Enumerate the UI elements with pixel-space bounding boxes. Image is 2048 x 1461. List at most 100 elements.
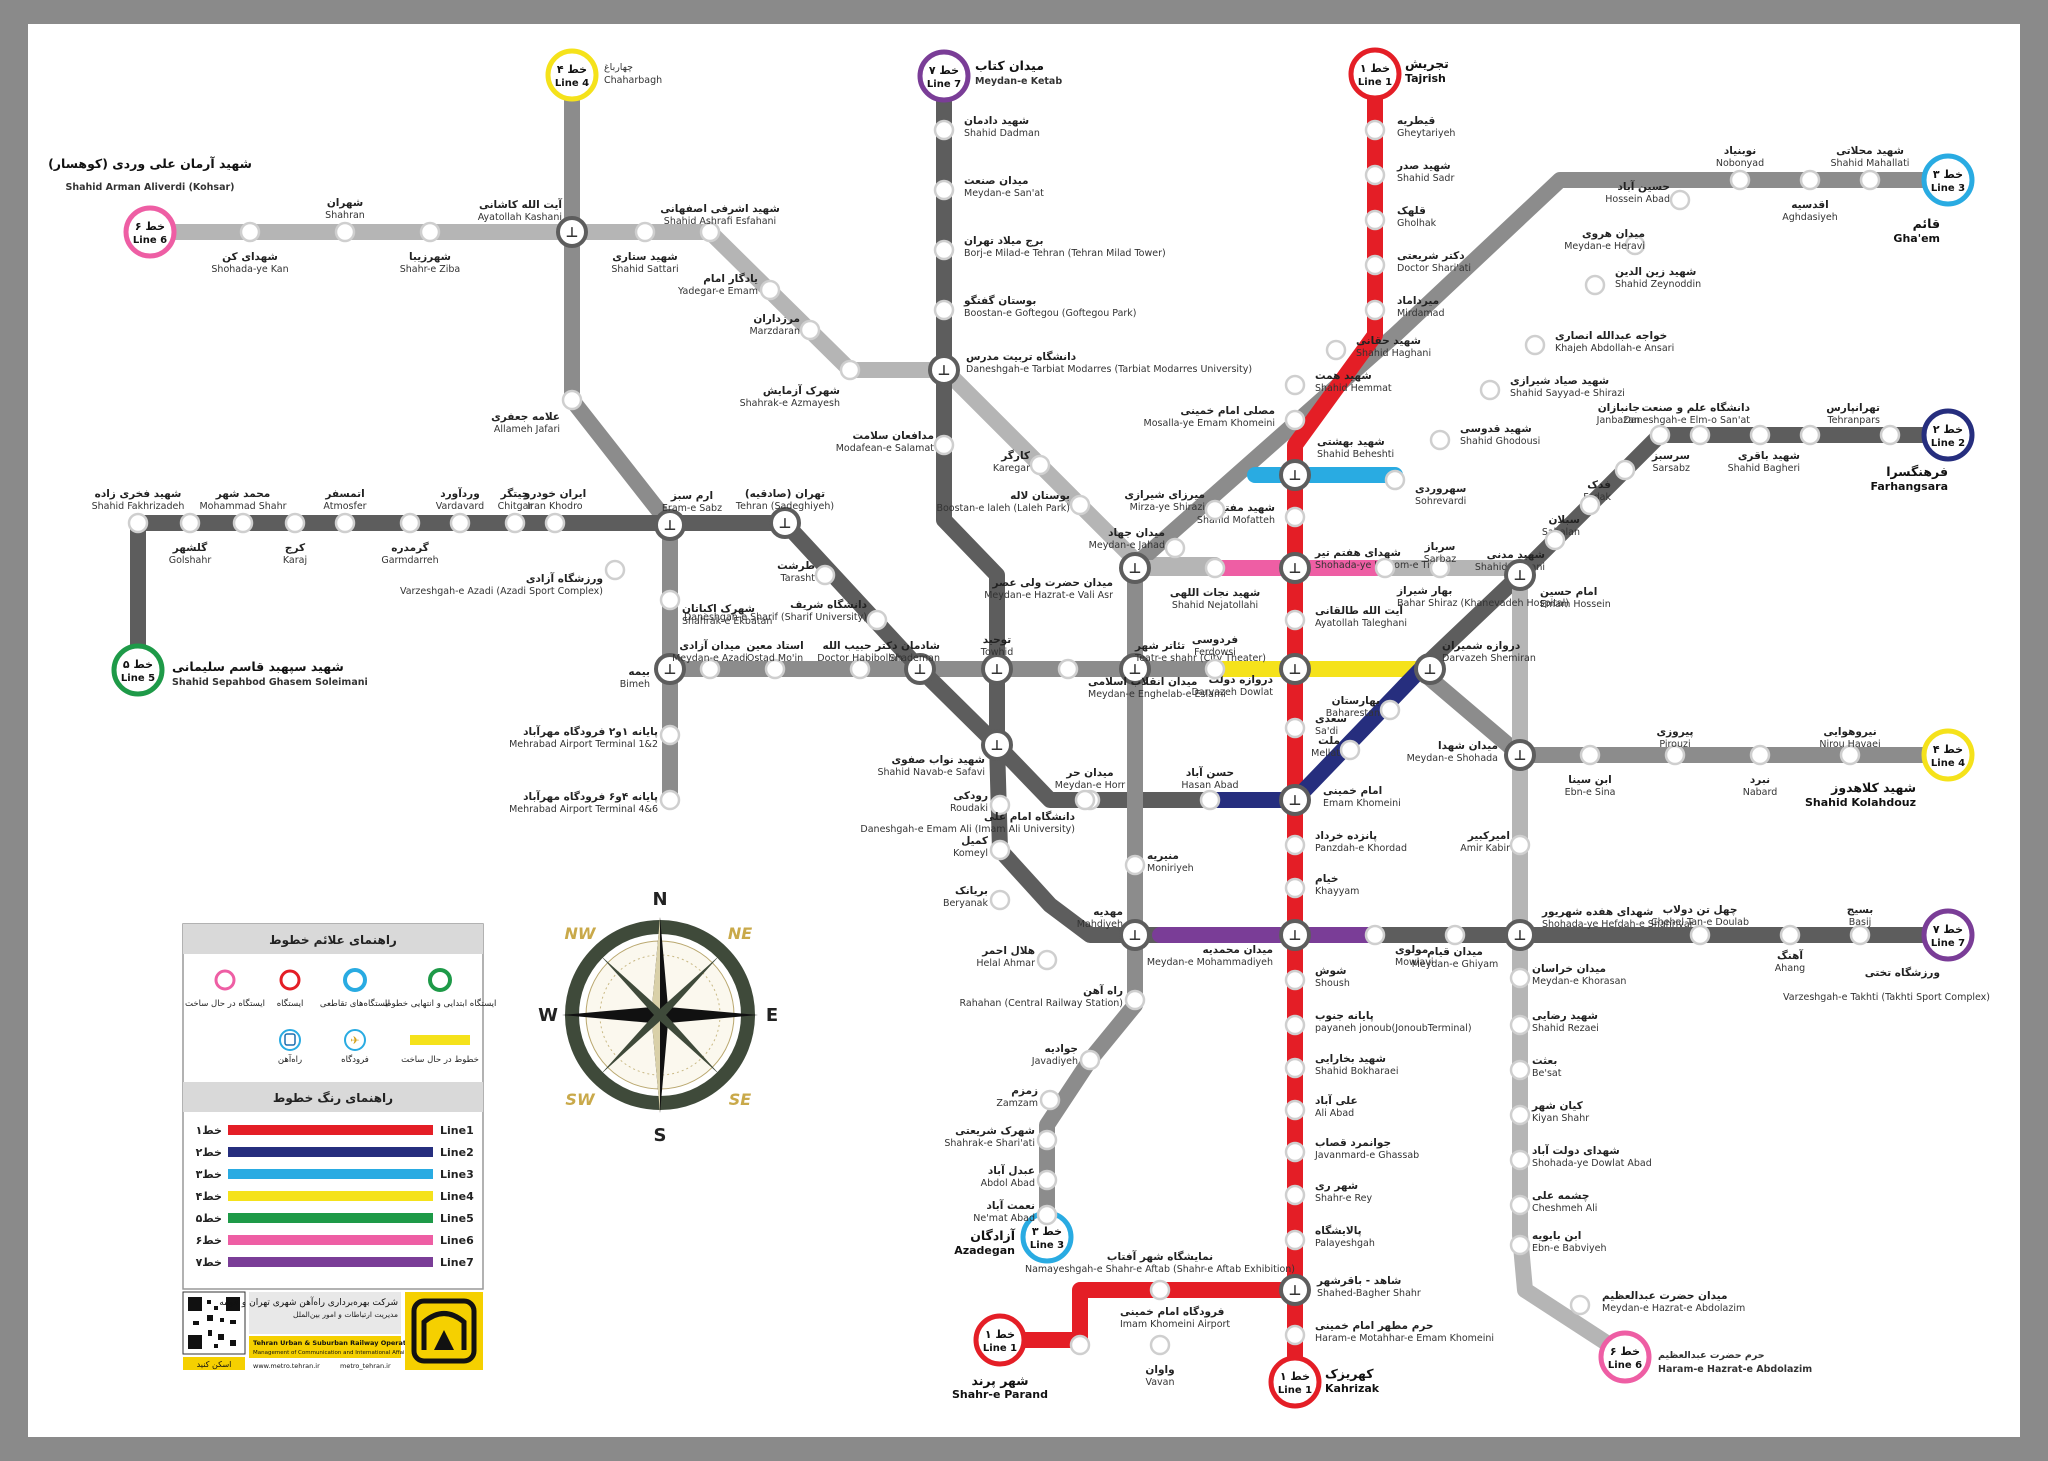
company-website[interactable]: www.metro.tehran.ir [253,1362,320,1370]
terminal-kahrizak[interactable]: خط ۱ Line 1 کهریزک Kahrizak [1268,1355,1380,1409]
terminal-farhangsara[interactable]: خط ۲ Line 2 فرهنگسرا Farhangsara [1871,408,1975,493]
terminal-takhti[interactable]: خط ۷ Line 7 ورزشگاه تختی Varzeshgah-e Ta… [1783,908,1990,1003]
station[interactable]: ⊥تهران (صادقیه)Tehran (Sadeghiyeh) [735,488,834,539]
terminal-soleimani[interactable]: خط ۵ Line 5 شهید سپهبد قاسم سلیمانی Shah… [111,643,368,697]
qr-code[interactable] [182,1291,246,1355]
terminal-abdolazim[interactable]: خط ۶ Line 6 حرم حضرت عبدالعظیم Haram-e H… [1598,1330,1812,1384]
terminal-kolahdouz[interactable]: خط ۴ Line 4 شهید کلاهدوز Shahid Kolahdou… [1805,728,1975,809]
terminal-ghaem[interactable]: خط ۳ Line 3 قائم Gha'em [1893,153,1975,245]
